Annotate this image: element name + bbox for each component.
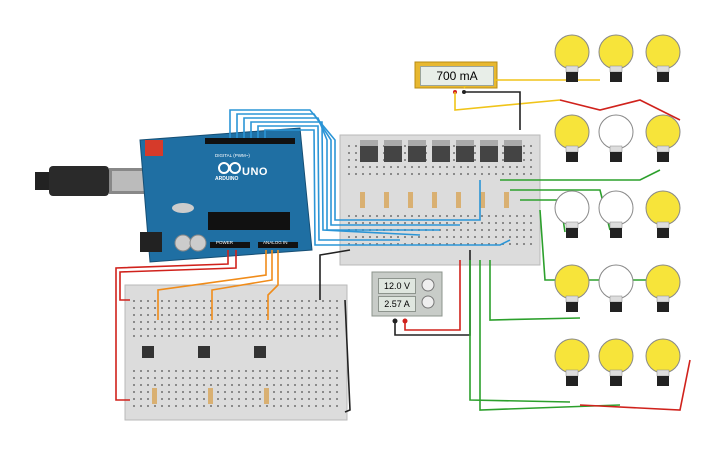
resistor xyxy=(432,192,437,208)
push-button-2[interactable] xyxy=(198,346,210,358)
resistor xyxy=(360,192,365,208)
power-pins-label: POWER xyxy=(216,240,234,245)
analog-pins-label: ANALOG IN xyxy=(263,240,288,245)
usb-cable[interactable] xyxy=(35,166,153,196)
arduino-model-label: UNO xyxy=(242,166,268,178)
ammeter-display: 700 mA xyxy=(420,66,494,86)
light-bulb-icon[interactable] xyxy=(645,338,681,386)
push-button-3[interactable] xyxy=(254,346,266,358)
bulb-grid[interactable] xyxy=(554,34,681,386)
mosfet xyxy=(360,140,378,162)
mosfet xyxy=(384,140,402,162)
resistor xyxy=(152,388,157,404)
light-bulb-icon[interactable] xyxy=(645,114,681,162)
resistor xyxy=(480,192,485,208)
light-bulb-icon[interactable] xyxy=(598,34,634,82)
light-bulb-icon[interactable] xyxy=(554,338,590,386)
digital-header xyxy=(205,138,295,144)
mosfet xyxy=(504,140,522,162)
light-bulb-icon[interactable] xyxy=(598,338,634,386)
analog-header xyxy=(258,242,298,248)
resistor xyxy=(264,388,269,404)
light-bulb-icon[interactable] xyxy=(554,190,590,238)
push-button-1[interactable] xyxy=(142,346,154,358)
mosfet xyxy=(408,140,426,162)
resistor xyxy=(504,192,509,208)
reset-button[interactable] xyxy=(145,140,163,156)
light-bulb-icon[interactable] xyxy=(554,114,590,162)
power-header xyxy=(210,242,250,248)
mosfet xyxy=(432,140,450,162)
push-buttons[interactable] xyxy=(142,346,266,358)
arduino-maker-label: ARDUINO xyxy=(215,176,239,182)
mosfet xyxy=(456,140,474,162)
power-jack xyxy=(140,232,162,252)
mosfet-row xyxy=(360,140,522,162)
mosfet xyxy=(480,140,498,162)
light-bulb-icon[interactable] xyxy=(598,190,634,238)
arduino-board[interactable] xyxy=(139,127,313,263)
wires[interactable] xyxy=(115,79,691,413)
light-bulb-icon[interactable] xyxy=(554,34,590,82)
light-bulb-icon[interactable] xyxy=(554,264,590,312)
voltage-display: 12.0 V xyxy=(378,278,416,294)
resistor xyxy=(408,192,413,208)
light-bulb-icon[interactable] xyxy=(598,264,634,312)
current-knob-icon[interactable] xyxy=(421,295,435,309)
resistor xyxy=(384,192,389,208)
atmega-chip xyxy=(208,212,290,230)
light-bulb-icon[interactable] xyxy=(645,34,681,82)
resistor-row xyxy=(152,192,509,404)
voltage-knob-icon[interactable] xyxy=(421,278,435,292)
light-bulb-icon[interactable] xyxy=(645,264,681,312)
light-bulb-icon[interactable] xyxy=(645,190,681,238)
current-display: 2.57 A xyxy=(378,296,416,312)
arduino-infinity-logo-icon xyxy=(218,162,241,174)
resistor xyxy=(208,388,213,404)
resistor xyxy=(456,192,461,208)
digital-pins-label: DIGITAL (PWM~) xyxy=(215,153,250,158)
light-bulb-icon[interactable] xyxy=(598,114,634,162)
